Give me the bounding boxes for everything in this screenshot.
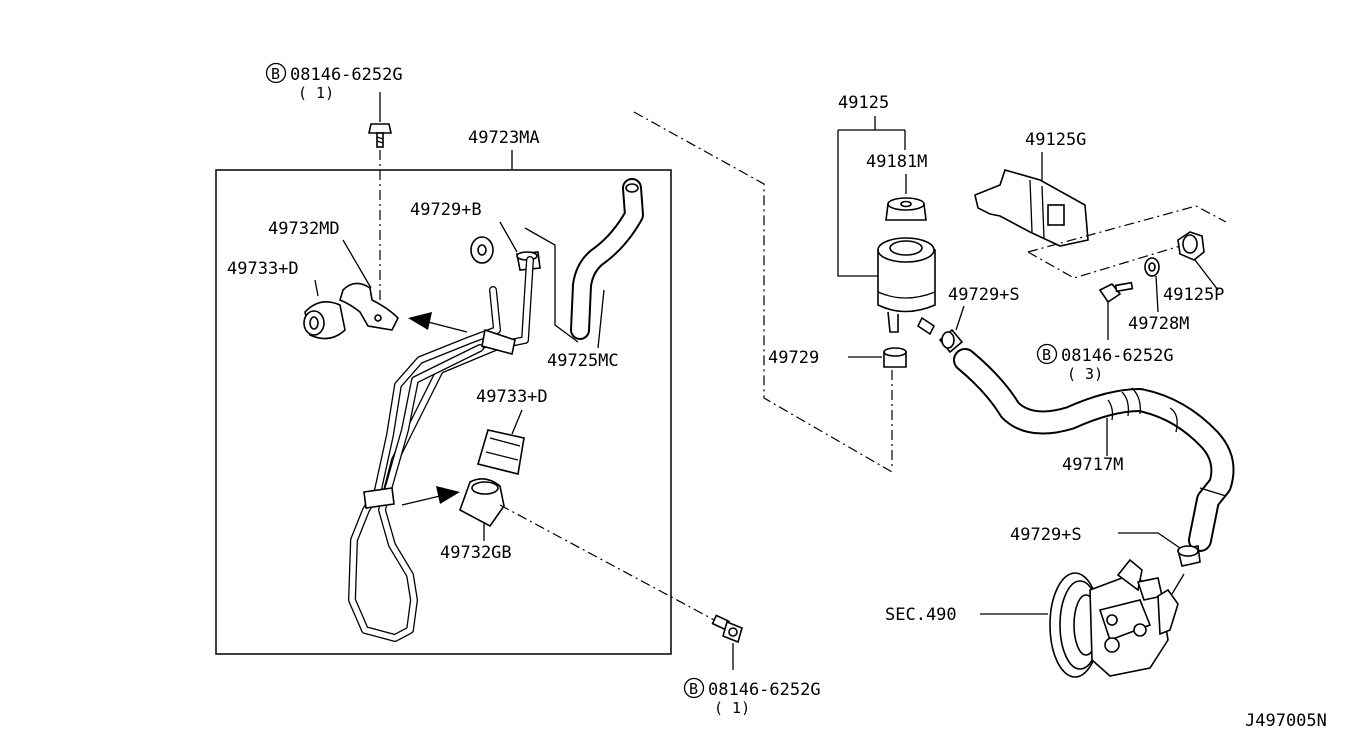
- label-clamp-s-bottom: 49729+S: [1010, 525, 1082, 545]
- reservoir-leader: [837, 116, 906, 277]
- label-clamp-md: 49732MD: [268, 219, 340, 239]
- bolt-symbol-letter: B: [689, 680, 698, 698]
- label-grommet-left: 49733+D: [227, 259, 299, 279]
- label-clamp-gb: 49732GB: [440, 543, 512, 563]
- label-tube-assembly: 49723MA: [468, 128, 540, 148]
- callout-bolt-top: B 08146-6252G ( 1): [265, 62, 403, 102]
- bracket-link: [1027, 205, 1227, 279]
- label-clamp-plain: 49729: [768, 348, 819, 368]
- bolt-top-icon: [368, 92, 392, 148]
- washer-icon: [1144, 257, 1160, 277]
- label-reservoir-bracket: 49125G: [1025, 130, 1086, 150]
- bolt-right-icon: [1098, 281, 1134, 304]
- bolt-bottom-guide: [499, 504, 719, 623]
- label-reservoir-cap: 49181M: [866, 152, 927, 172]
- label-clamp-s-top: 49729+S: [948, 285, 1020, 305]
- bolt-quantity: ( 3): [1067, 365, 1103, 383]
- label-reservoir-mount: 49125P: [1163, 285, 1224, 305]
- return-hose-link: [633, 111, 893, 473]
- grommet-mid-icon: [476, 429, 525, 475]
- bolt-bottom-icon: [711, 614, 743, 644]
- diagram-id: J497005N: [1245, 711, 1327, 731]
- label-suction-hose: 49717M: [1062, 455, 1123, 475]
- tube-assembly-frame: [215, 169, 672, 655]
- arrow-left-icon: [408, 312, 468, 333]
- callout-bolt-bottom: B 08146-6252G ( 1): [683, 677, 821, 717]
- label-clamp-b: 49729+B: [410, 200, 482, 220]
- ring-fitting-icon: [470, 236, 494, 264]
- bolt-symbol-letter: B: [1042, 346, 1051, 364]
- pump-icon: [1049, 558, 1185, 678]
- clamp-s-bottom-icon: [1177, 545, 1201, 567]
- pressure-tube-bundle: [348, 256, 534, 642]
- label-grommet-mid: 49733+D: [476, 387, 548, 407]
- label-pump-section: SEC.490: [885, 605, 957, 625]
- label-washer: 49728M: [1128, 314, 1189, 334]
- bolt-symbol-circle: [1036, 343, 1058, 365]
- reservoir-mount-icon: [1177, 231, 1205, 261]
- bolt-symbol-circle: [683, 677, 705, 699]
- callout-bolt-right: B 08146-6252G ( 3): [1036, 343, 1174, 383]
- grommet-left-icon: [303, 300, 346, 340]
- clamp-s-top-icon: [938, 328, 964, 354]
- clamp-gb-icon: [459, 478, 505, 528]
- reservoir-bracket-icon: [974, 169, 1089, 247]
- label-reservoir: 49125: [838, 93, 889, 113]
- bolt-part-number: 08146-6252G: [290, 65, 403, 85]
- suction-hose-icon: [953, 348, 1235, 552]
- arrow-mid-icon: [401, 486, 460, 506]
- return-hose-icon: [570, 178, 644, 340]
- bolt-quantity: ( 1): [298, 84, 334, 102]
- reservoir-tank-icon: [877, 237, 936, 336]
- reservoir-cap-icon: [885, 197, 927, 221]
- clamp-plain-icon: [883, 347, 907, 368]
- bolt-symbol-circle: [265, 62, 287, 84]
- bolt-part-number: 08146-6252G: [1061, 346, 1174, 366]
- clamp-md-icon: [339, 282, 399, 331]
- bolt-part-number: 08146-6252G: [708, 680, 821, 700]
- return-hose-bracket: [524, 227, 579, 343]
- bolt-quantity: ( 1): [714, 699, 750, 717]
- bolt-symbol-letter: B: [271, 65, 280, 83]
- label-return-hose: 49725MC: [547, 351, 619, 371]
